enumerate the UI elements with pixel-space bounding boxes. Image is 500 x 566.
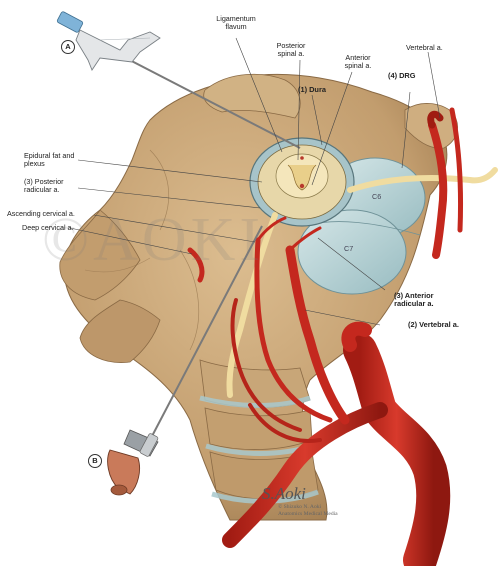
label-c7: C7 [344, 244, 354, 253]
label-anterior-spinal: Anterior spinal a. [344, 53, 372, 71]
needle-a [56, 11, 301, 149]
leader-lines [69, 37, 441, 326]
spinal-cord [249, 137, 355, 227]
label-dura: (1) Dura [298, 85, 326, 94]
label-vertebral-artery-bottom: (2) Vertebral a. [408, 320, 459, 329]
marker-a: A [61, 40, 75, 54]
needle-b [107, 225, 263, 496]
label-epidural-fat: Epidural fat and plexus [24, 151, 75, 169]
label-deep-cervical: Deep cervical a. [22, 223, 74, 232]
c7-body [297, 209, 407, 295]
label-anterior-radicular: (3) Anterior radicular a. [394, 291, 434, 309]
label-posterior-spinal: Posterior spinal a. [276, 41, 306, 59]
label-ligamentum-flavum: Ligamentum flavum [216, 14, 256, 32]
label-posterior-radicular: (3) Posterior radicular a. [24, 177, 64, 195]
label-ascending-cervical: Ascending cervical a. [7, 209, 75, 218]
marker-b: B [88, 454, 102, 468]
credit-line-2: Anatomics Medical Media [278, 511, 338, 517]
credit-line-1: © Shizuko N. Aoki [278, 504, 322, 510]
artist-signature: S.Aoki [262, 484, 306, 503]
watermark: ©AOKI [42, 206, 265, 274]
label-drg: (4) DRG [388, 71, 416, 80]
arteries [187, 107, 464, 566]
label-vertebral-artery-top: Vertebral a. [406, 43, 443, 52]
label-c6: C6 [372, 192, 382, 201]
